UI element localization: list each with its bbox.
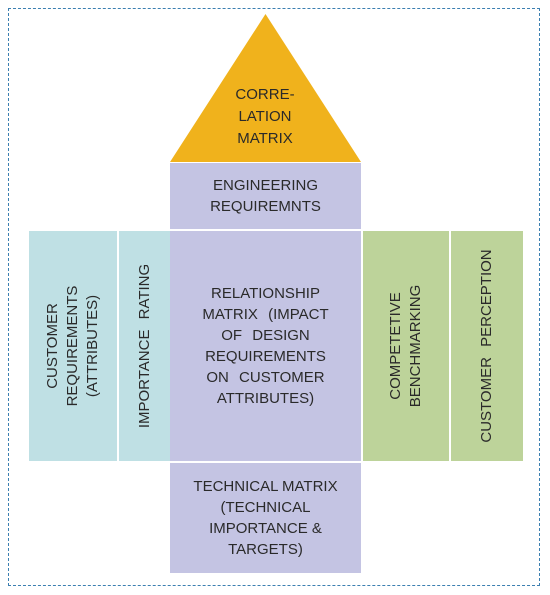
technical-line-2: (TECHNICAL — [220, 499, 311, 516]
relationship-line-6: ATTRIBUTES) — [216, 390, 315, 407]
importance-rating-box: IMPORTANCE RATING — [119, 231, 170, 461]
relationship-line-5: ON CUSTOMER — [206, 369, 325, 386]
engineering-requirements-box: ENGINEERING REQUIREMNTS — [170, 163, 361, 229]
importance-rating-label: IMPORTANCE RATING — [135, 264, 155, 428]
relationship-line-4: REQUIREMENTS — [205, 348, 326, 365]
relationship-matrix-box: RELATIONSHIP MATRIX (IMPACT OF DESIGN RE… — [170, 231, 361, 461]
engineering-requirements-label: ENGINEERING REQUIREMNTS — [210, 175, 321, 217]
customer-requirements-label: CUSTOMER REQUIREMENTS (ATTRIBUTES) — [43, 286, 103, 407]
technical-line-1: TECHNICAL MATRIX — [193, 478, 338, 495]
perception-line-1: CUSTOMER PERCEPTION — [478, 249, 495, 443]
competetive-benchmarking-box: COMPETETIVE BENCHMARKING — [363, 231, 449, 461]
engineering-line-2: REQUIREMNTS — [210, 198, 321, 215]
correlation-matrix-label: CORRE- LATION MATRIX — [205, 84, 325, 150]
technical-line-3: IMPORTANCE & — [209, 520, 322, 537]
technical-matrix-label: TECHNICAL MATRIX (TECHNICAL IMPORTANCE &… — [193, 476, 337, 560]
customer-req-line-2: REQUIREMENTS — [64, 285, 81, 407]
importance-line-1: IMPORTANCE RATING — [135, 263, 153, 429]
roof-triangle — [170, 14, 361, 162]
customer-perception-box: CUSTOMER PERCEPTION — [451, 231, 523, 461]
relationship-matrix-label: RELATIONSHIP MATRIX (IMPACT OF DESIGN RE… — [202, 283, 328, 409]
technical-line-4: TARGETS) — [228, 541, 303, 558]
roof-line-2: LATION — [238, 108, 292, 125]
benchmarking-line-1: COMPETETIVE — [387, 292, 404, 400]
engineering-line-1: ENGINEERING — [212, 177, 318, 194]
competetive-benchmarking-label: COMPETETIVE BENCHMARKING — [386, 285, 426, 408]
customer-perception-label: CUSTOMER PERCEPTION — [477, 249, 497, 442]
relationship-line-2: MATRIX (IMPACT — [202, 306, 329, 323]
customer-requirements-box: CUSTOMER REQUIREMENTS (ATTRIBUTES) — [29, 231, 117, 461]
customer-req-line-3: (ATTRIBUTES) — [84, 294, 101, 398]
relationship-line-1: RELATIONSHIP — [211, 285, 320, 302]
correlation-matrix-roof — [170, 14, 361, 162]
roof-line-3: MATRIX — [237, 130, 293, 147]
relationship-line-3: OF DESIGN — [221, 327, 310, 344]
roof-line-1: CORRE- — [235, 86, 295, 103]
benchmarking-line-2: BENCHMARKING — [407, 284, 424, 408]
diagram-frame — [8, 8, 540, 586]
customer-req-line-1: CUSTOMER — [44, 303, 61, 389]
technical-matrix-box: TECHNICAL MATRIX (TECHNICAL IMPORTANCE &… — [170, 463, 361, 573]
